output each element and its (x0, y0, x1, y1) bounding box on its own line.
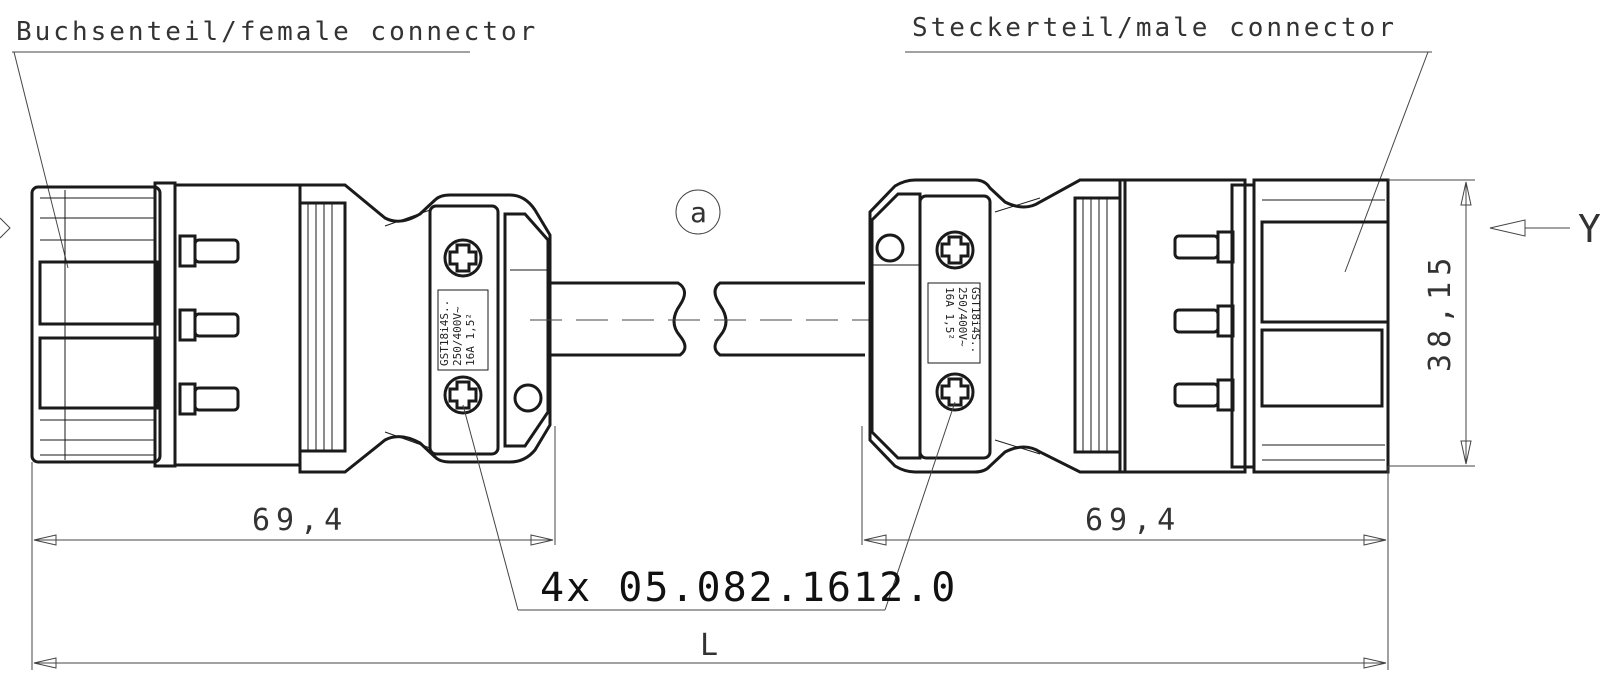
view-arrow-y: Y (1489, 207, 1601, 251)
right-length-dimension: 69,4 (861, 426, 1389, 670)
female-screw-bottom (443, 375, 483, 415)
male-brand-logo (875, 233, 905, 263)
male-nameplate-line1: GST18i4S.. (969, 287, 982, 353)
view-arrow-y-left (0, 217, 11, 239)
female-nameplate: GST18i4S.. 250/400V~ 16A 1,5² (437, 289, 489, 371)
male-connector-label: Steckerteil/male connector (912, 13, 1397, 43)
height-dimension: 38,15 (1388, 179, 1475, 467)
height-dimension-value: 38,15 (1423, 252, 1458, 372)
male-connector: GST18i4S.. 250/400V~ 16A 1,5² (868, 178, 1390, 474)
total-length-dimension: L (33, 628, 1387, 669)
male-nameplate: GST18i4S.. 250/400V~ 16A 1,5² (927, 282, 982, 364)
male-nameplate-line3: 16A 1,5² (943, 287, 956, 340)
male-screw-top (935, 230, 975, 270)
detail-marker-circle (675, 189, 721, 235)
female-nameplate-line2: 250/400V~ (451, 306, 464, 366)
female-brand-logo (513, 383, 543, 413)
female-screw-top (443, 238, 483, 278)
female-connector: GST18i4S.. 250/400V~ 16A 1,5² (30, 181, 552, 474)
left-length-dimension: 69,4 (31, 426, 556, 670)
female-nameplate-line3: 16A 1,5² (464, 313, 477, 366)
part-number-callout: 4x 05.082.1612.0 (462, 401, 957, 611)
part-number-label: 4x 05.082.1612.0 (540, 565, 957, 611)
male-contact-pins (1173, 230, 1235, 412)
male-screw-bottom (935, 372, 975, 412)
left-length-value: 69,4 (252, 503, 348, 538)
detail-marker-label: a (690, 196, 707, 229)
view-label-y: Y (1578, 207, 1601, 251)
female-connector-label: Buchsenteil/female connector (16, 17, 538, 47)
male-nameplate-line2: 250/400V~ (956, 287, 969, 347)
total-length-value: L (700, 628, 724, 663)
male-leader-line (1344, 51, 1429, 273)
right-length-value: 69,4 (1085, 503, 1181, 538)
female-nameplate-line1: GST18i4S.. (438, 300, 451, 366)
cable: a (530, 189, 870, 357)
female-leader-line (13, 51, 69, 269)
female-contact-pins (178, 234, 240, 416)
